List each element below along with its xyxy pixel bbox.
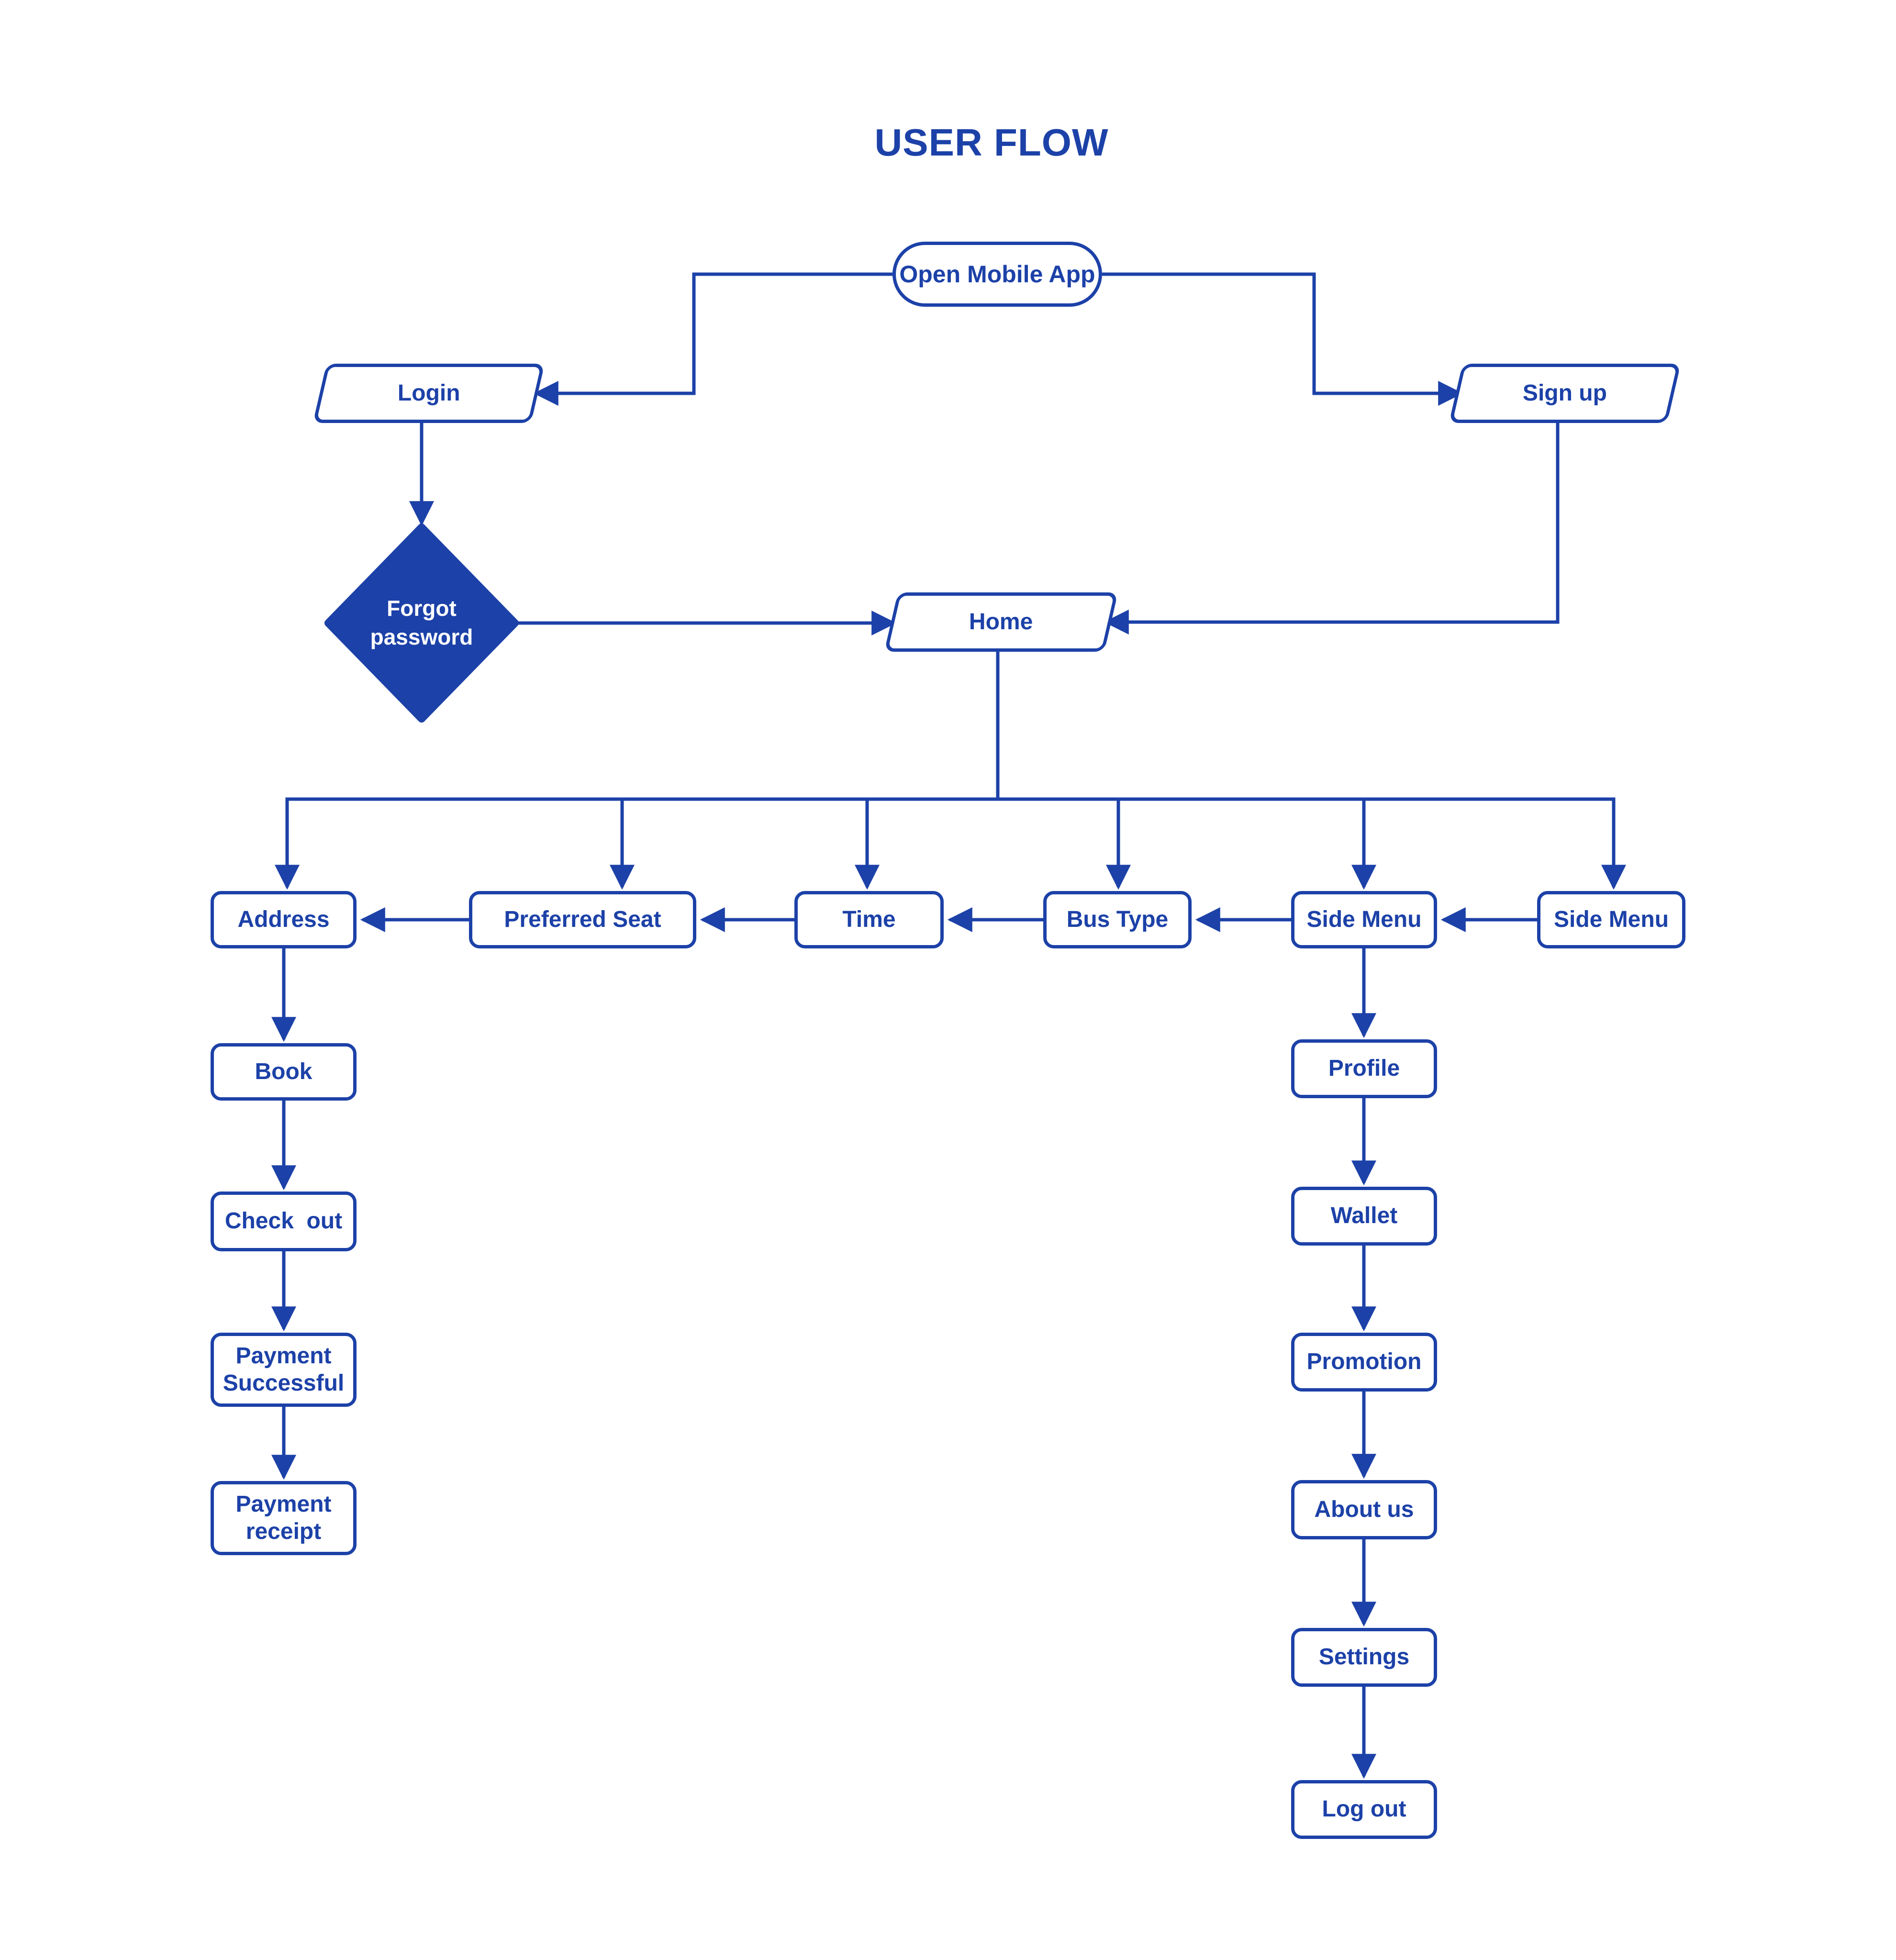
node-label: Forgot password (370, 596, 473, 649)
node-profile: Profile (1291, 1039, 1437, 1098)
node-forgot-password: Forgot password (350, 575, 493, 671)
node-sign-up: Sign up (1449, 364, 1681, 423)
node-label: Time (842, 906, 896, 932)
node-label: Preferred Seat (504, 906, 661, 932)
node-login: Login (312, 364, 545, 423)
node-home: Home (884, 592, 1118, 652)
edge-rail (275, 797, 1626, 890)
node-label: Login (397, 380, 460, 406)
node-side-menu-2: Side Menu (1537, 891, 1685, 948)
edge-openapp-login (533, 272, 892, 406)
node-label: Promotion (1306, 1349, 1422, 1375)
node-label: Payment receipt (235, 1491, 332, 1544)
edge-signup-home (1104, 423, 1560, 635)
node-preferred-seat: Preferred Seat (469, 891, 696, 948)
edge-openapp-signup (1102, 272, 1463, 406)
node-book: Book (211, 1043, 357, 1101)
node-log-out: Log out (1291, 1780, 1437, 1839)
node-label: Check out (224, 1208, 343, 1234)
node-label: Home (969, 609, 1033, 635)
node-label: Sign up (1523, 380, 1607, 406)
node-label: Side Menu (1306, 906, 1422, 932)
node-label: Log out (1322, 1796, 1406, 1822)
node-label: Payment Successful (223, 1343, 345, 1396)
node-check-out: Check out (211, 1192, 357, 1251)
node-label: Wallet (1330, 1203, 1398, 1229)
node-label: Profile (1328, 1056, 1400, 1081)
node-label: Bus Type (1066, 906, 1169, 932)
node-wallet: Wallet (1291, 1187, 1437, 1246)
node-open-mobile-app: Open Mobile App (892, 242, 1102, 307)
node-label: Book (255, 1058, 312, 1084)
node-time: Time (794, 891, 944, 948)
node-label: Side Menu (1553, 906, 1669, 932)
node-settings: Settings (1291, 1628, 1437, 1687)
node-label: Open Mobile App (899, 260, 1095, 288)
node-label: Settings (1318, 1644, 1410, 1670)
node-promotion: Promotion (1291, 1333, 1437, 1392)
page-title: USER FLOW (874, 121, 1109, 164)
node-about-us: About us (1291, 1480, 1437, 1539)
node-bus-type: Bus Type (1043, 891, 1192, 948)
node-payment-receipt: Payment receipt (211, 1481, 357, 1555)
node-label: About us (1314, 1496, 1414, 1522)
node-side-menu: Side Menu (1291, 891, 1437, 948)
node-payment-successful: Payment Successful (211, 1333, 357, 1407)
node-label: Address (237, 906, 330, 932)
node-address: Address (211, 891, 357, 948)
